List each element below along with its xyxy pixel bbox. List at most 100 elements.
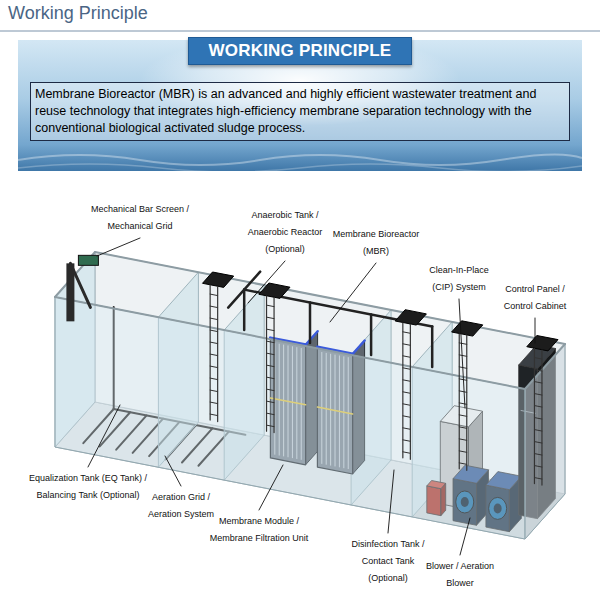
ladder [217,287,218,422]
ladder [534,370,542,371]
ladder [266,296,267,431]
leader-line [388,470,394,533]
front-wall [55,297,525,539]
callout-label: Aeration Grid / Aeration System [145,489,217,523]
ladder [459,334,460,469]
ladder [459,343,467,344]
ladder [267,413,275,414]
ladder [534,418,542,419]
ladder [267,329,275,330]
ladder [534,382,542,383]
ladder [210,330,218,331]
hatch [527,336,558,351]
ladder [267,401,275,402]
callout-label: Clean-In-Place (CIP) System [422,262,496,296]
hatch [203,272,234,287]
ladder [534,442,542,443]
callout-label: Control Panel / Control Cabinet [493,281,577,315]
leader-line [97,238,140,256]
screen-motor [78,255,98,265]
ladder [534,358,542,359]
pipe [309,303,312,344]
wave [18,164,582,172]
permeate-header [353,340,365,354]
ladder [534,454,542,455]
ladder [403,404,411,405]
callout-label: Anaerobic Tank / Anaerobic Reactor (Opti… [240,207,330,258]
callout-label: Disinfection Tank / Contact Tank (Option… [345,536,431,587]
ladder [403,428,411,429]
ladder [210,285,211,420]
hatch [452,321,483,336]
ladder [267,389,275,390]
ladder [210,342,218,343]
ladder [534,394,542,395]
bar-screen [70,263,90,307]
callout-label: Equalization Tank (EQ Tank) / Balancing … [26,470,150,504]
ladder [267,425,275,426]
header-rule [0,31,600,32]
ladder [403,452,411,453]
ladder [210,378,218,379]
ladder [459,403,467,404]
pipe [370,314,373,355]
ladder [210,402,218,403]
ladder [267,377,275,378]
page-title: Working Principle [8,3,148,24]
ladder [459,391,467,392]
ladder [267,365,275,366]
ladder [267,305,275,306]
ladder [459,415,467,416]
ladder [210,366,218,367]
ladder [210,414,218,415]
ladder [267,317,275,318]
ladder [403,440,411,441]
ladder [210,294,218,295]
leader-line [165,456,181,486]
ladder [403,344,411,345]
callout-label: Blower / Aeration Blower [424,558,496,592]
ladder [459,439,467,440]
ladder [459,451,467,452]
pipe [243,290,246,331]
callout-label: Membrane Module / Membrane Filtration Un… [203,513,315,547]
end-wall [525,344,565,539]
leader-line [248,261,285,303]
ladder [403,368,411,369]
tank-rim [95,252,565,344]
callout-label: Mechanical Bar Screen / Mechanical Grid [88,201,192,235]
ladder [267,353,275,354]
leader-line [459,299,465,408]
ladder [403,380,411,381]
ladder [534,478,542,479]
ladder [403,416,411,417]
ladder [534,430,542,431]
title-banner: WORKING PRINCIPLE [188,37,412,65]
ladder [403,356,411,357]
description-box: Membrane Bioreactor (MBR) is an advanced… [30,82,570,141]
ladder [402,323,403,458]
hatch [395,310,426,325]
water-band [18,40,582,171]
ladder [267,341,275,342]
ladder [273,298,274,433]
tank-rim [55,297,525,389]
ladder [541,350,542,485]
callout-label: Membrane Bioreactor (MBR) [328,226,424,260]
description-text: Membrane Bioreactor (MBR) is an advanced… [35,86,565,137]
ladder [459,427,467,428]
ladder [466,335,467,470]
ladder [534,466,542,467]
leader-line [88,405,120,467]
ladder [459,355,467,356]
leader-line [460,518,470,555]
ladder [534,406,542,407]
banner-heading: WORKING PRINCIPLE [209,41,392,61]
ladder [459,463,467,464]
ladder [403,332,411,333]
ladder [403,392,411,393]
leader-line [535,318,536,343]
ladder [210,390,218,391]
leader-line [259,465,283,510]
pipe [431,326,434,367]
